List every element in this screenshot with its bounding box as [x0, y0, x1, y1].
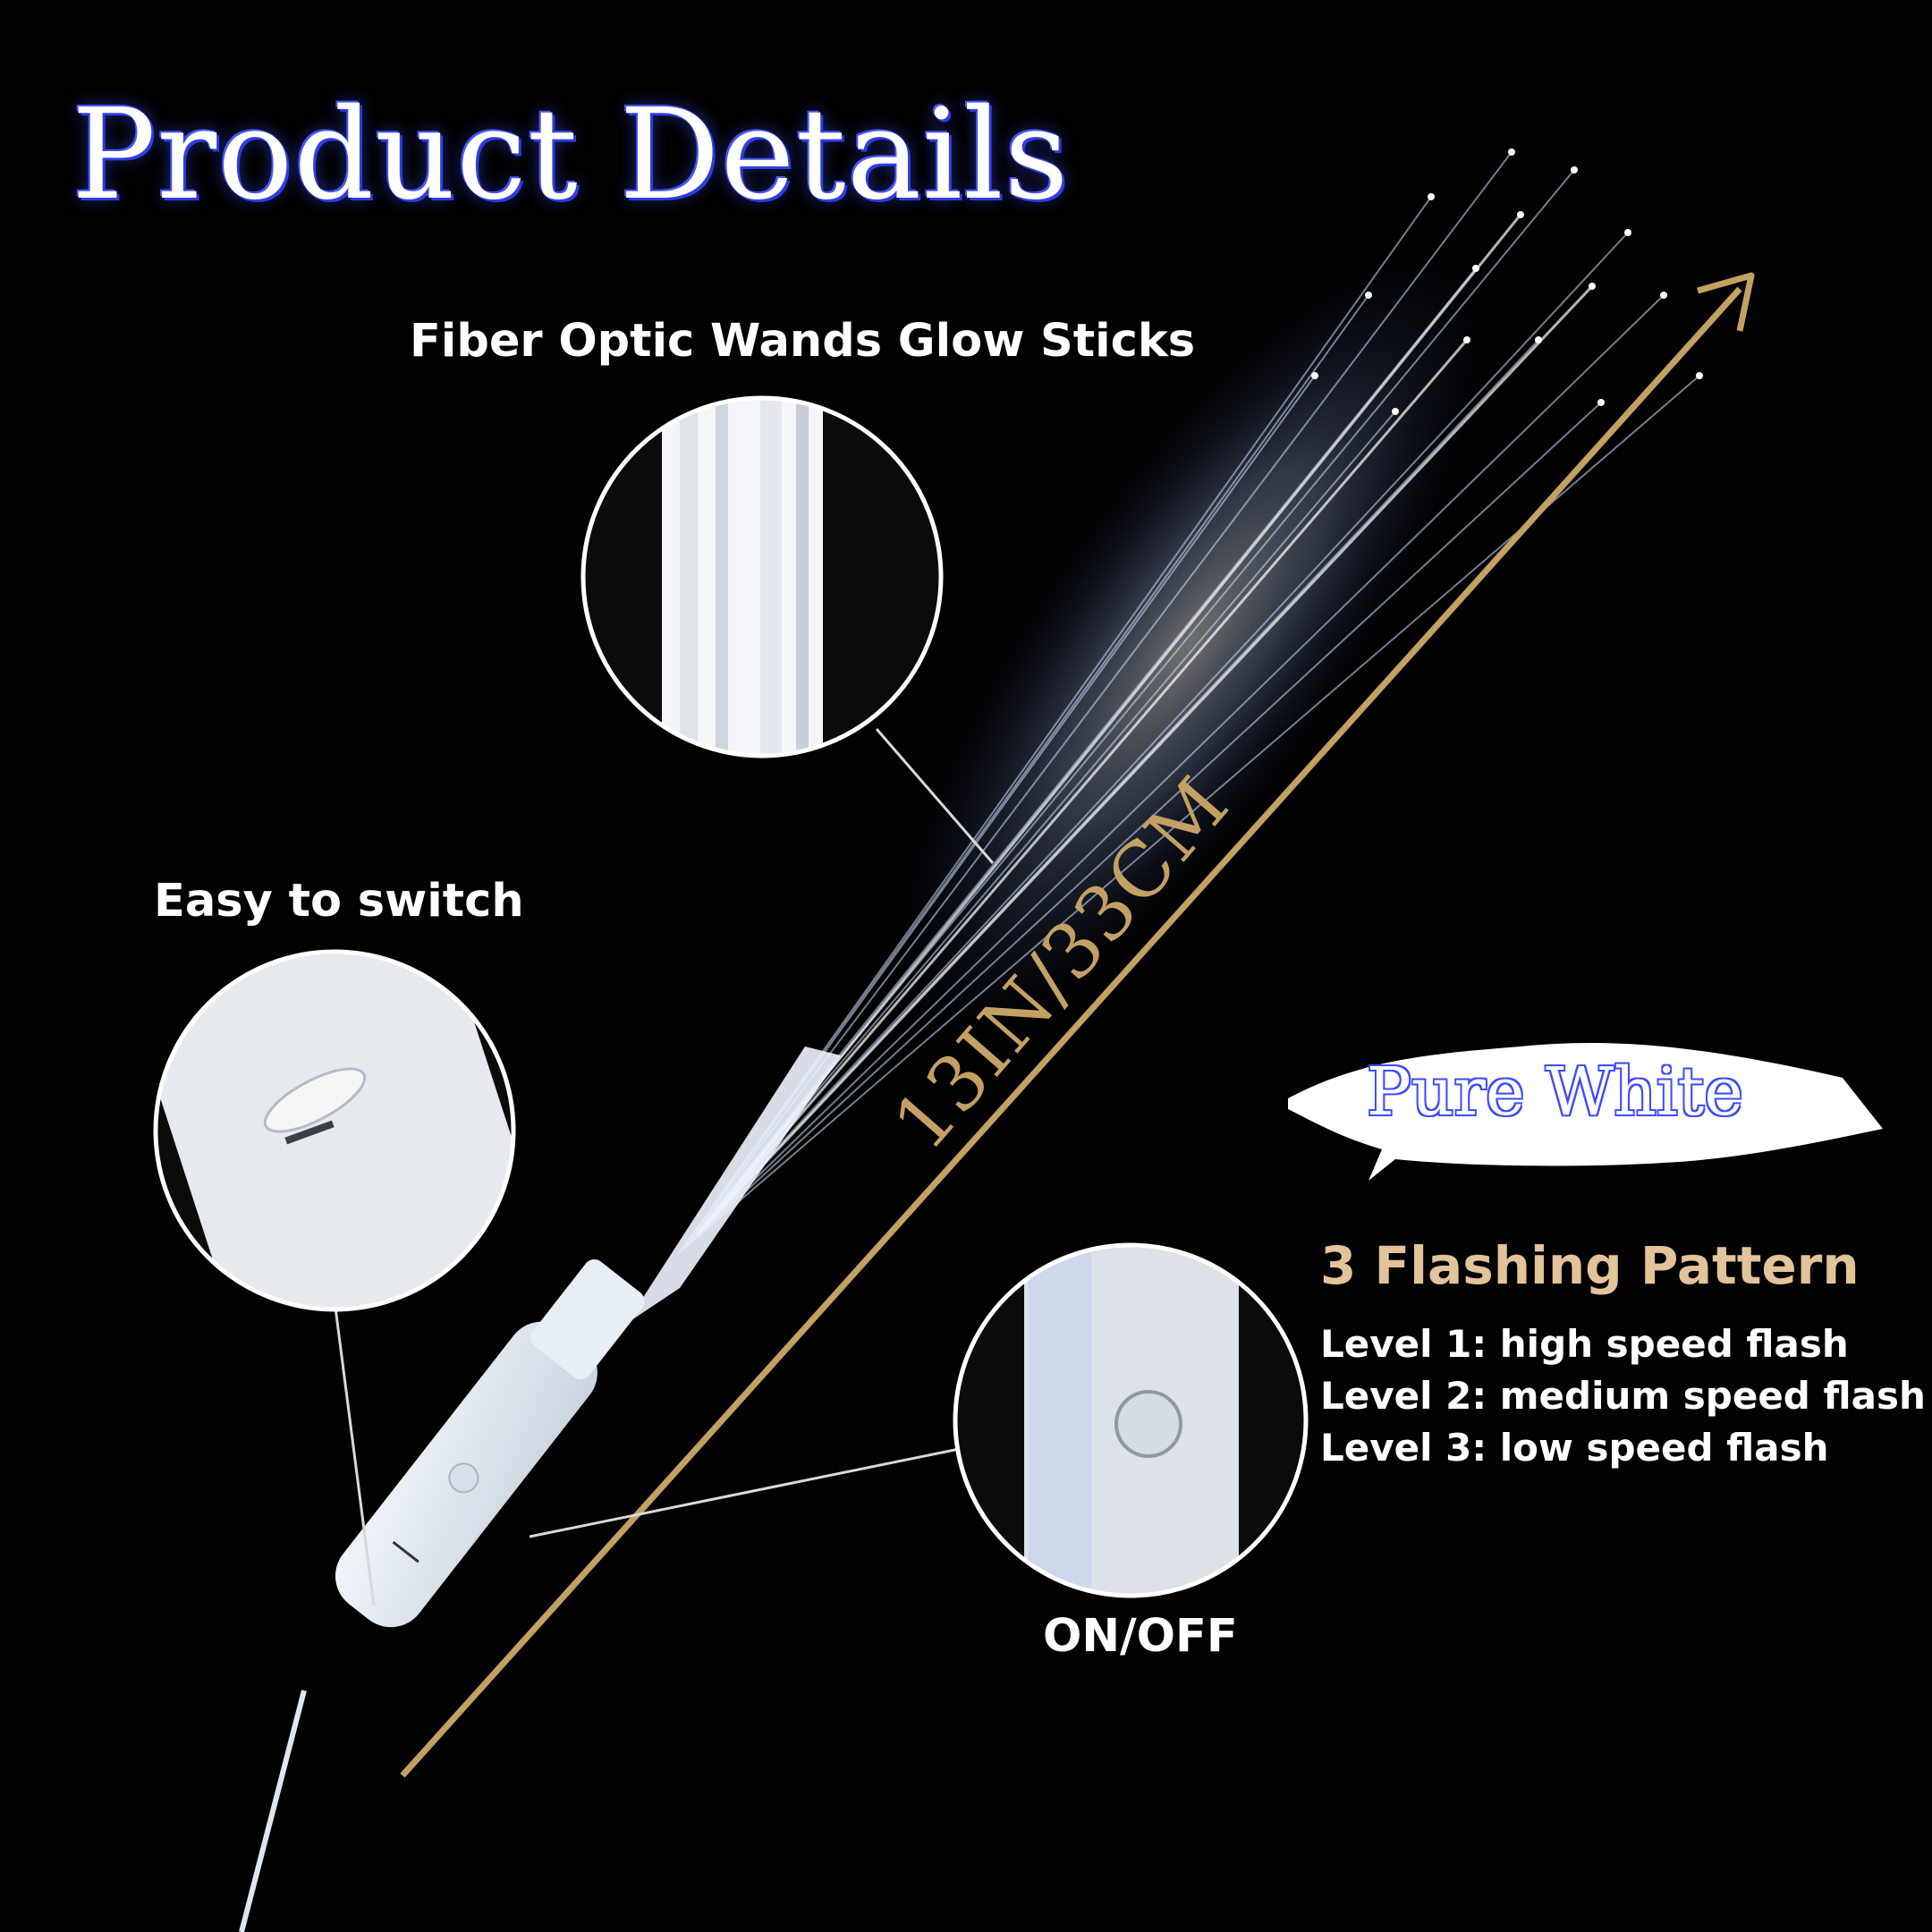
arrow-icon [400, 272, 1755, 1778]
level-1-label: Level 1: high speed flash [1320, 1322, 1849, 1366]
flashing-title: 3 Flashing Pattern [1320, 1235, 1860, 1296]
level-3-label: Level 3: low speed flash [1320, 1426, 1829, 1470]
switch-closeup [153, 949, 516, 1312]
fiber-optic-wand-icon [239, 148, 1703, 1932]
page-title: Product Details [72, 82, 1070, 228]
fiber-closeup [580, 395, 944, 758]
brush-stroke [1288, 1043, 1883, 1181]
switch-label: Easy to switch [154, 875, 524, 928]
onoff-label: ON/OFF [1043, 1610, 1238, 1663]
button-closeup [953, 1242, 1309, 1598]
fiber-label: Fiber Optic Wands Glow Sticks [410, 315, 1196, 368]
color-name-label: Pure White [1367, 1054, 1744, 1131]
level-2-label: Level 2: medium speed flash [1320, 1374, 1926, 1418]
